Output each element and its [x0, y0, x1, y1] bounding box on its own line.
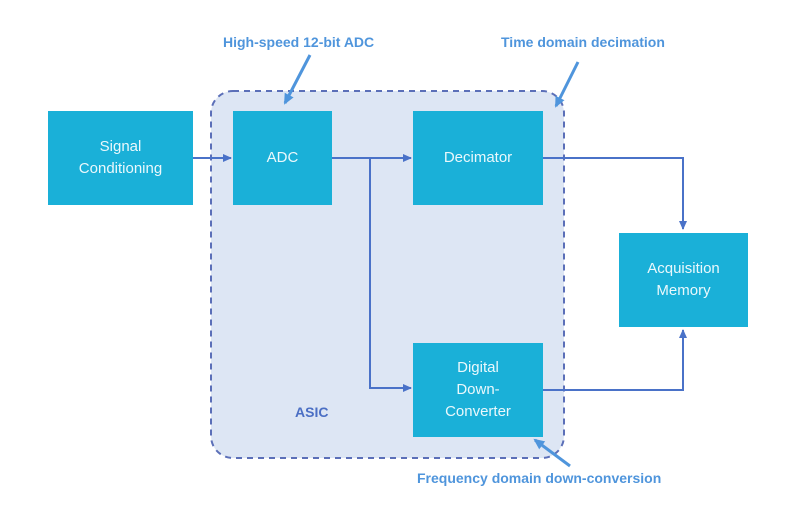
callout-arrow-ddc	[533, 438, 571, 468]
callout-arrow-decimator	[554, 61, 580, 108]
asic-label: ASIC	[295, 404, 329, 420]
block-digital-down-converter: Digital Down- Converter	[413, 343, 543, 437]
connector-ddc-to-memory	[543, 329, 687, 391]
block-signal-conditioning: Signal Conditioning	[48, 111, 193, 205]
block-decimator: Decimator	[413, 111, 543, 205]
connector-adc-to-ddc	[369, 158, 412, 392]
block-acquisition-memory: Acquisition Memory	[619, 233, 748, 327]
callout-ddc: Frequency domain down-conversion	[417, 470, 662, 486]
connector-decimator-to-memory	[543, 157, 687, 230]
callout-decimator: Time domain decimation	[501, 34, 665, 50]
callout-adc: High-speed 12-bit ADC	[223, 34, 375, 50]
block-adc: ADC	[233, 111, 332, 205]
callout-arrow-adc	[283, 54, 312, 105]
